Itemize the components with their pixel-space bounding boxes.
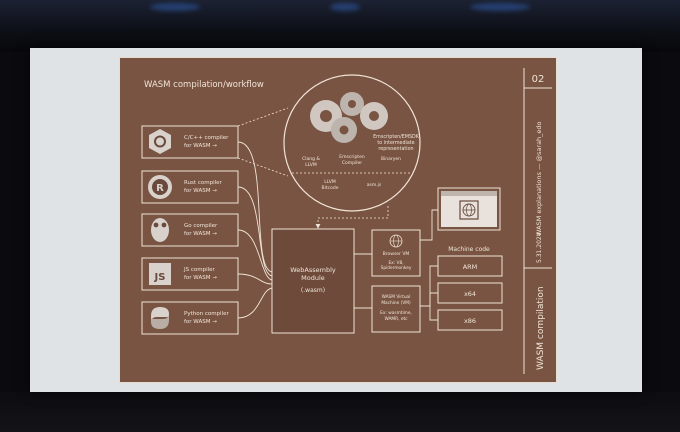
globe-icon [389,234,403,248]
compiler-item-cpp: C/C++ compiler for WASM → [141,125,239,159]
emscripten-label: Emscripten [339,154,365,160]
rust-logo-icon: R [148,175,172,199]
toolchain-caption: to intermediate [377,140,414,146]
slide-title: WASM compilation/workflow [144,80,264,90]
svg-text:JS: JS [154,272,166,283]
compiler-label: C/C++ compiler [184,135,229,141]
compiler-item-js: JS JS compiler for WASM → [141,257,239,291]
compiler-item-rust: R Rust compiler for WASM → [141,170,239,204]
c-cpp-logo-icon [149,129,171,154]
slide-diagram: WASM compilation/workflow 02 WASM explan… [141,68,552,374]
browser-window-icon [437,187,501,231]
presentation-slide: WASM compilation/workflow 02 WASM explan… [119,57,557,383]
zoom-guide-line [237,157,289,177]
wasm-vm-label: WASM Virtual [382,294,411,300]
compiler-label: JS compiler [183,267,216,273]
module-label: WebAssembly [290,266,336,274]
go-gopher-icon [151,218,169,242]
js-logo-icon: JS [149,263,171,285]
slide-number: 02 [532,74,545,85]
binaryen-label: Binaryen [381,156,401,162]
zoom-guide-line [237,107,289,127]
ceiling [0,0,680,52]
machine-code-label: Machine code [448,246,490,253]
side-date: 5.31.2024 [536,232,543,263]
side-credit: WASM explanations — @sarah_edo [535,121,543,236]
compiler-label: Python compiler [184,311,229,317]
module-extension: (.wasm) [301,287,325,294]
compiler-sublabel: for WASM → [184,143,217,149]
toolchain-to-module-arrow [315,206,389,229]
compiler-list: C/C++ compiler for WASM → R Rust compile… [141,125,239,335]
browser-vm-box: Browser VM Ex: V8, Spidermonkey [371,229,421,277]
compiler-sublabel: for WASM → [184,319,217,325]
compiler-sublabel: for WASM → [184,231,217,237]
wasm-vm-box: WASM Virtual Machine (VM) Ex: wasmtime, … [371,285,421,333]
llvm-bitcode-label: Bitcode [322,185,339,191]
emscripten-label: Compiler [342,160,362,166]
wasm-vm-label: Machine (VM) [381,300,411,306]
compiler-label: Go compiler [184,223,218,229]
ceiling-light [470,3,530,11]
toolchain-zoom-circle: Emscripten/EMSDK to intermediate represe… [283,74,421,212]
svg-text:R: R [156,183,164,194]
compiler-label: Rust compiler [184,180,223,186]
wasm-vm-example: WAMR, etc [384,316,408,322]
stage-floor [0,392,680,432]
wasm-vm-to-machine-code-lines [420,265,438,321]
machine-code-boxes: ARM x64 x86 [437,255,503,331]
wasm-module-box: WebAssembly Module (.wasm) [271,228,355,334]
gears-icon [310,92,388,143]
clang-llvm-label: LLVM [305,162,317,168]
compiler-connectors [237,141,273,319]
module-label: Module [301,274,325,282]
side-section-title: WASM compilation [536,286,546,370]
llvm-bitcode-label: LLVM [324,179,336,185]
machine-code-arm: ARM [463,263,478,271]
python-logo-icon [151,307,169,329]
browser-vm-to-window-line [420,209,438,241]
compiler-sublabel: for WASM → [184,275,217,281]
machine-code-x86: x86 [464,317,476,325]
wasm-vm-example: Ex: wasmtime, [380,310,412,316]
browser-vm-example: Ex: V8, [388,260,403,266]
toolchain-caption: Emscripten/EMSDK [373,134,420,140]
compiler-item-python: Python compiler for WASM → [141,301,239,335]
ceiling-light [150,3,200,11]
browser-vm-example: Spidermonkey [381,265,412,271]
browser-vm-label: Browser VM [383,251,410,257]
clang-llvm-label: Clang & [302,156,320,162]
asmjs-label: asm.js [367,182,382,188]
machine-code-x64: x64 [464,290,476,298]
compiler-sublabel: for WASM → [184,188,217,194]
compiler-item-go: Go compiler for WASM → [141,213,239,247]
toolchain-caption: representation [378,146,413,152]
ceiling-light [330,3,360,11]
